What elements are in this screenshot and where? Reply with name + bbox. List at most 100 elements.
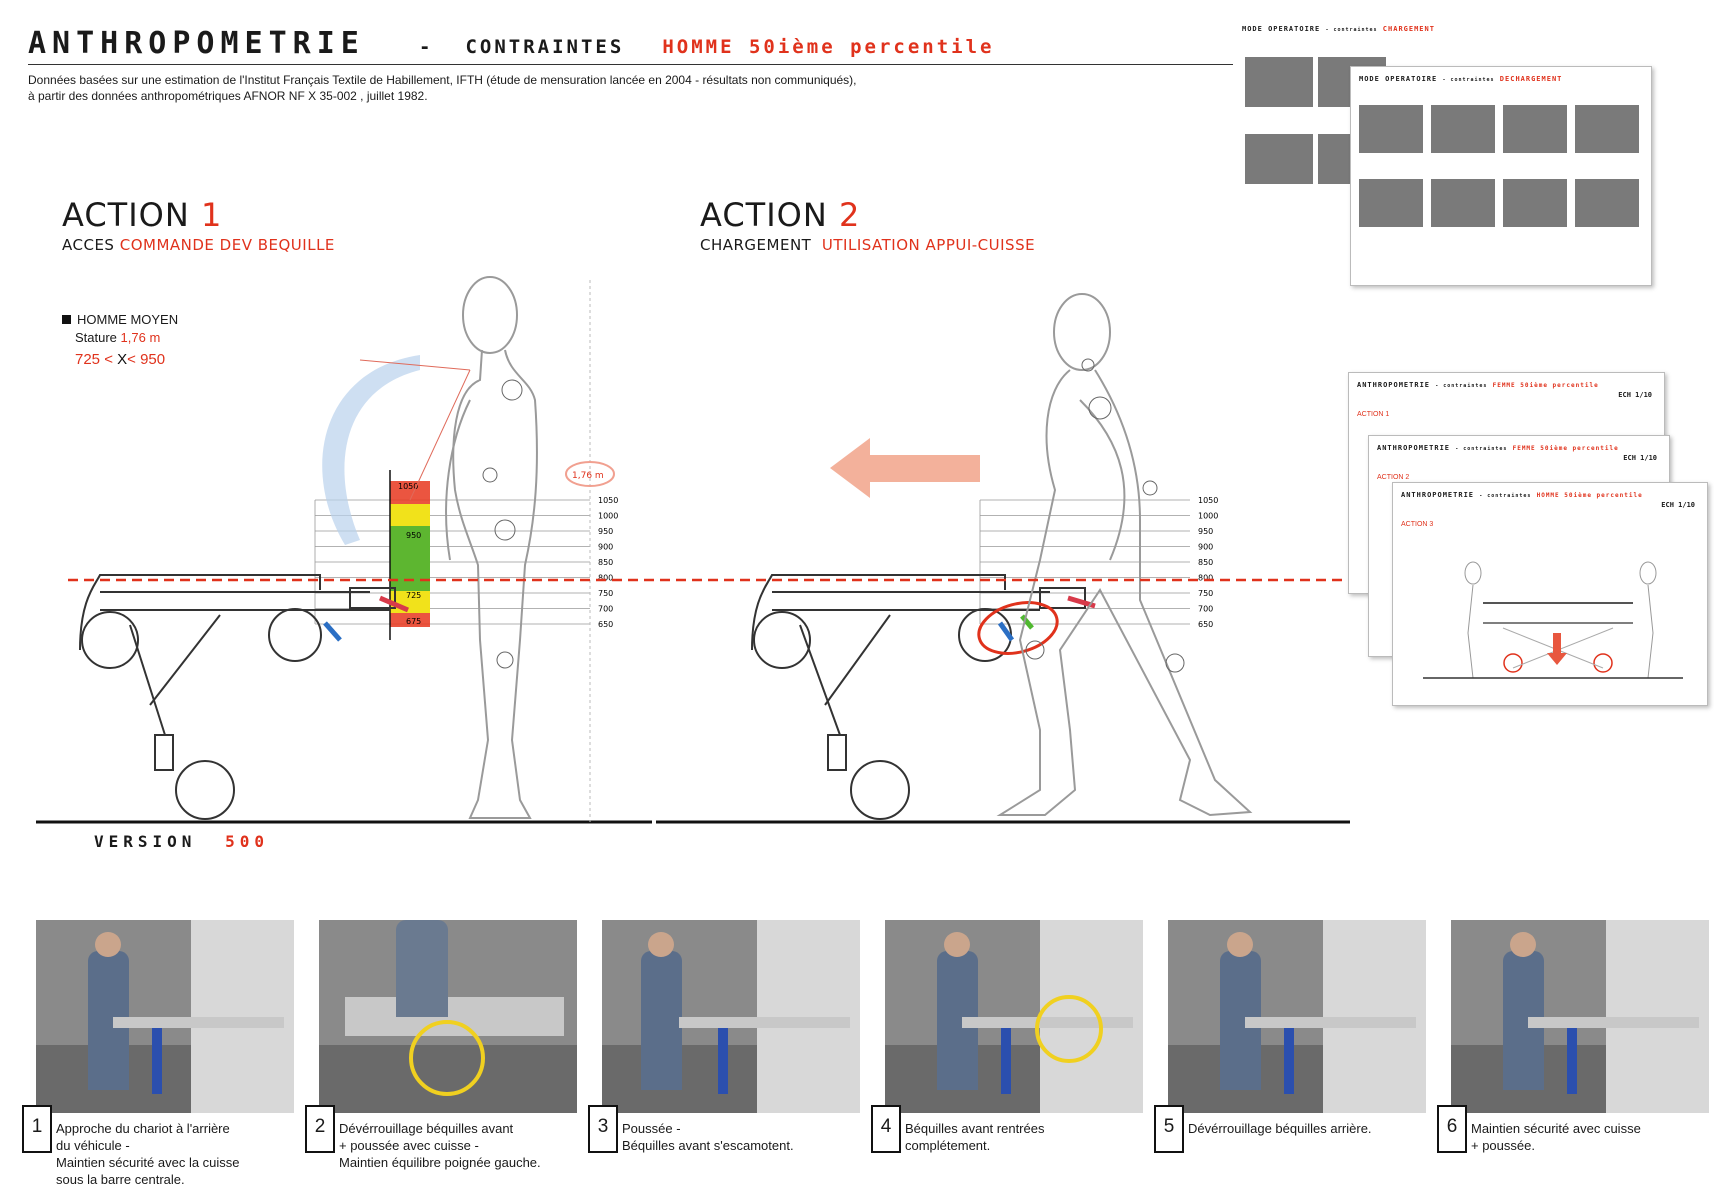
scale1-tick-label: 900 [598,543,613,552]
scale2-tick-label: 850 [1198,558,1213,567]
action2-number: 2 [838,196,861,234]
thumb-a3-sub: - contraintes [1479,493,1532,499]
thumb-a1-femme: FEMME 50ième percentile [1492,382,1599,389]
step-number-5: 5 [1154,1105,1184,1153]
zone-label-1050: 1050 [398,482,418,491]
thumb-a2-ech: ECH 1/10 [1623,454,1657,462]
legend-title: HOMME MOYEN [62,311,178,329]
step-photo-5 [1168,920,1426,1113]
step-text-5: Dévérrouillage béquilles arrière. [1188,1121,1372,1136]
highlight-ellipse [977,601,1059,655]
scale2-tick-label: 1000 [1198,512,1218,521]
handle-red-1 [379,595,409,613]
scale1-tick-label: 800 [598,574,613,583]
step-text-3: Poussée - Béquilles avant s'escamotent. [622,1121,794,1153]
thumb-d-decharge: DECHARGEMENT [1499,75,1563,83]
scale2-tick-label: 900 [1198,543,1213,552]
action2-heading: ACTION 2 CHARGEMENT UTILISATION APPUI-CU… [700,196,1035,254]
thumb-a2-anthro: ANTHROPOMETRIE [1377,444,1451,452]
range-low: 725 [75,351,101,368]
action1-word: ACTION [62,196,190,234]
steps-strip: 1 Approche du chariot à l'arrière du véh… [22,920,1712,1190]
joint-knee-2 [1025,640,1045,660]
thumb-a2-femme: FEMME 50ième percentile [1512,445,1619,452]
thumb-action3: ANTHROPOMETRIE - contraintes HOMME 50ièm… [1392,482,1708,706]
legend-square-icon [62,315,71,324]
title-rule [28,64,1233,65]
scale1-tick-label: 650 [598,620,613,629]
range-high: 950 [140,351,166,368]
legend-title-text: HOMME MOYEN [77,312,179,327]
zone-red-bottom [390,613,430,627]
zone-label-675: 675 [406,617,421,626]
step-photo-1 [36,920,294,1113]
zone-label-725: 725 [406,591,421,600]
scale2-tick-label: 800 [1198,574,1213,583]
thumb-a3-homme: HOMME 50ième percentile [1536,492,1643,499]
range-lt-1: < [104,351,113,368]
joint-elbow-2 [1142,480,1158,496]
thumb-a1-ech: ECH 1/10 [1618,391,1652,399]
height-ellipse [565,461,615,487]
figure-1 [445,276,538,819]
thumb-chargement-title: MODE OPERATOIRE - contraintes CHARGEMENT [1242,25,1435,33]
thumb-a1-anthro: ANTHROPOMETRIE [1357,381,1431,389]
joint-hip-1 [494,519,516,541]
handle-blue-1 [323,621,342,642]
step-number-3: 3 [588,1105,618,1153]
thumb-photo [1503,179,1567,227]
thumb-photo [1245,57,1313,107]
scale1-tick-label: 1000 [598,512,618,521]
thumb-photo [1431,179,1495,227]
diagram-canvas: 1050 1000 950 900 850 800 750 700 650 1050 1000 95… [36,276,1350,824]
step-number-6: 6 [1437,1105,1467,1153]
scale1-tick-label: 1050 [598,496,618,505]
thumb-a2-title: ANTHROPOMETRIE - contraintes FEMME 50ièm… [1377,444,1619,452]
zone-yellow-top [390,504,430,526]
description-line-2: à partir des données anthropométriques A… [28,89,428,103]
description-line-1: Données basées sur une estimation de l'I… [28,73,857,87]
step-number-2: 2 [305,1105,335,1153]
action2-word: ACTION [700,196,828,234]
legend-range: 725 < X< 950 [62,351,178,369]
handle-green-2 [1020,614,1034,630]
version-word: VERSION [94,832,197,851]
title-main: ANTHROPOMETRIE [28,26,365,61]
step-number-1: 1 [22,1105,52,1153]
step-photo-3 [602,920,860,1113]
scale2-tick-label: 700 [1198,605,1213,614]
step-text-2: Dévérrouillage béquilles avant + poussée… [339,1121,541,1170]
thumb-c-charge: CHARGEMENT [1382,25,1435,33]
step-text-4: Béquilles avant rentrées complétement. [905,1121,1045,1153]
thumb-dechargement: MODE OPERATOIRE - contraintes DECHARGEME… [1350,66,1652,286]
scale2-tick-label: 950 [1198,527,1213,536]
action1-number: 1 [200,196,223,234]
thumb-a3-drawing [1423,561,1683,679]
zone-red-top [390,481,430,504]
thumb-photo [1575,105,1639,153]
step-photo-4 [885,920,1143,1113]
thumb-dechargement-title: MODE OPERATOIRE - contraintes DECHARGEME… [1359,75,1562,83]
joint-knee-3 [1165,653,1185,673]
thumb-a1-title: ANTHROPOMETRIE - contraintes FEMME 50ièm… [1357,381,1599,389]
step-photo-6 [1451,920,1709,1113]
thumb-photo [1503,105,1567,153]
thumb-a3-ech: ECH 1/10 [1661,501,1695,509]
step-photo-2 [319,920,577,1113]
thumb-d-mode: MODE OPERATOIRE [1359,75,1438,83]
thumb-photo [1575,179,1639,227]
action1-subtitle: ACCES COMMANDE DEV BEQUILLE [62,236,335,254]
legend-stature: Stature 1,76 m [62,329,178,347]
reach-line-1 [359,359,471,371]
action2-title: ACTION 2 [700,196,1035,234]
scale1-tick-label: 950 [598,527,613,536]
scale1-tick-label: 750 [598,589,613,598]
thumb-a1-action: ACTION 1 [1357,411,1390,418]
title-constraint: CONTRAINTES [465,36,625,58]
title-separator: - [418,36,434,58]
thumb-d-sub: - contraintes [1442,77,1495,83]
height-label: 1,76 m [572,471,604,481]
title-subject: HOMME 50ième percentile [662,36,995,58]
scale1-tick-label: 850 [598,558,613,567]
figure-2 [996,293,1253,817]
